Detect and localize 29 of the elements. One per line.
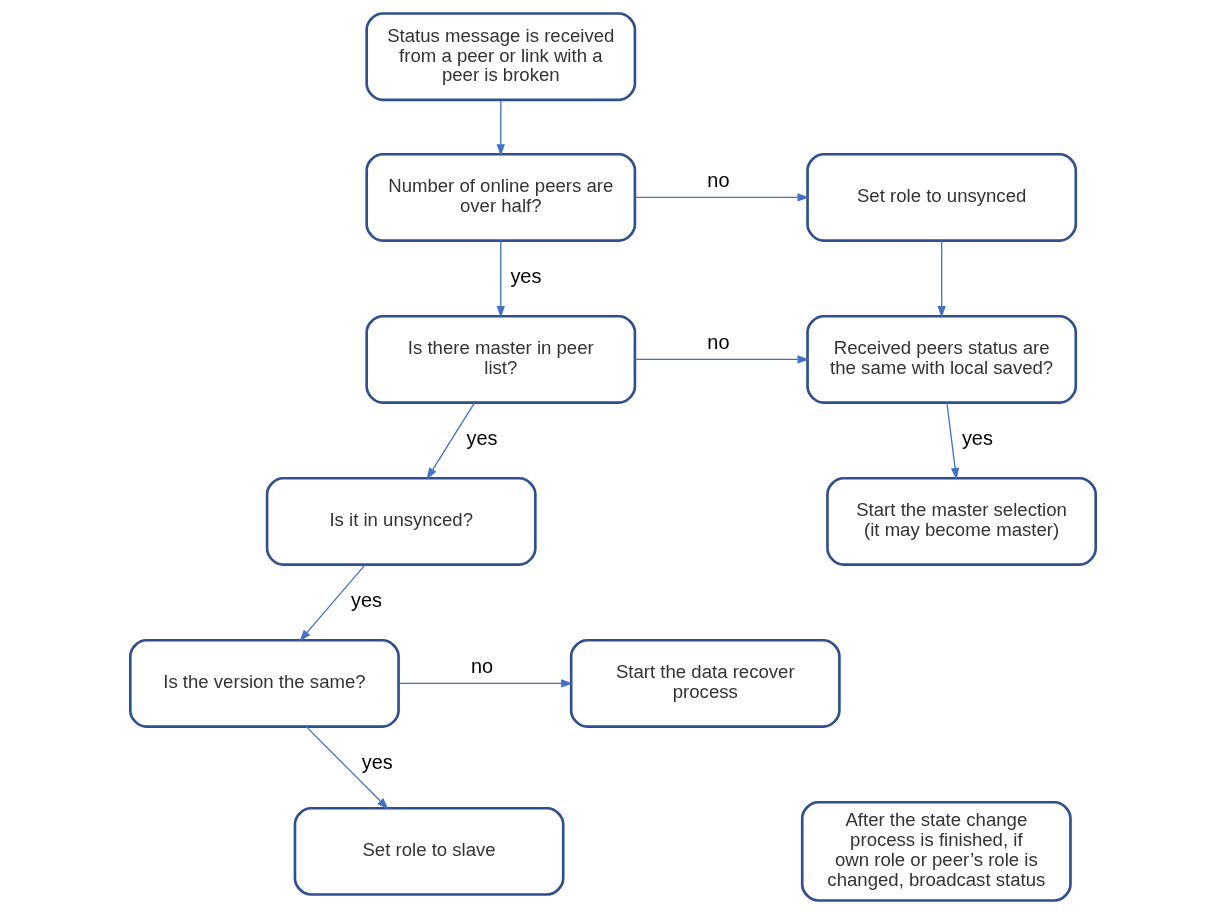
edge-label: yes bbox=[961, 427, 993, 450]
edge-label: yes bbox=[361, 751, 393, 774]
edge-label: yes bbox=[466, 427, 498, 450]
node-box: Set role to slave bbox=[293, 806, 565, 896]
arrow bbox=[496, 99, 505, 157]
edge-label: no bbox=[706, 168, 730, 191]
edge-label: no bbox=[470, 654, 493, 677]
arrow bbox=[496, 239, 505, 318]
node-box: Start the data recover process bbox=[569, 638, 841, 728]
arrow bbox=[634, 193, 809, 202]
arrow bbox=[298, 563, 366, 642]
arrow bbox=[936, 239, 946, 318]
node-box: Start the master selection (it may become master) bbox=[825, 476, 1097, 566]
node-box: Set role to unsynced bbox=[805, 152, 1077, 242]
node-box: After the state change process is finished, if own role or peer’s role is changed, broadcast status bbox=[800, 800, 1072, 902]
edge-label: yes bbox=[509, 265, 541, 288]
arrow bbox=[634, 355, 809, 364]
arrow bbox=[397, 679, 573, 688]
node-box: Is there master in peer list? bbox=[364, 314, 636, 404]
arrow bbox=[945, 401, 959, 480]
node-box: Number of online peers are over half? bbox=[364, 152, 636, 242]
arrow bbox=[305, 726, 389, 810]
node-box: Is it in unsynced? bbox=[265, 476, 537, 566]
edge-label: no bbox=[706, 330, 730, 353]
node-box: Is the version the same? bbox=[128, 638, 400, 728]
node-box: Received peers status are the same with local saved? bbox=[805, 314, 1077, 404]
arrow bbox=[425, 401, 475, 480]
edge-label: yes bbox=[350, 589, 382, 612]
node-box: Status message is received from a peer or link with a peer is broken bbox=[364, 12, 636, 102]
